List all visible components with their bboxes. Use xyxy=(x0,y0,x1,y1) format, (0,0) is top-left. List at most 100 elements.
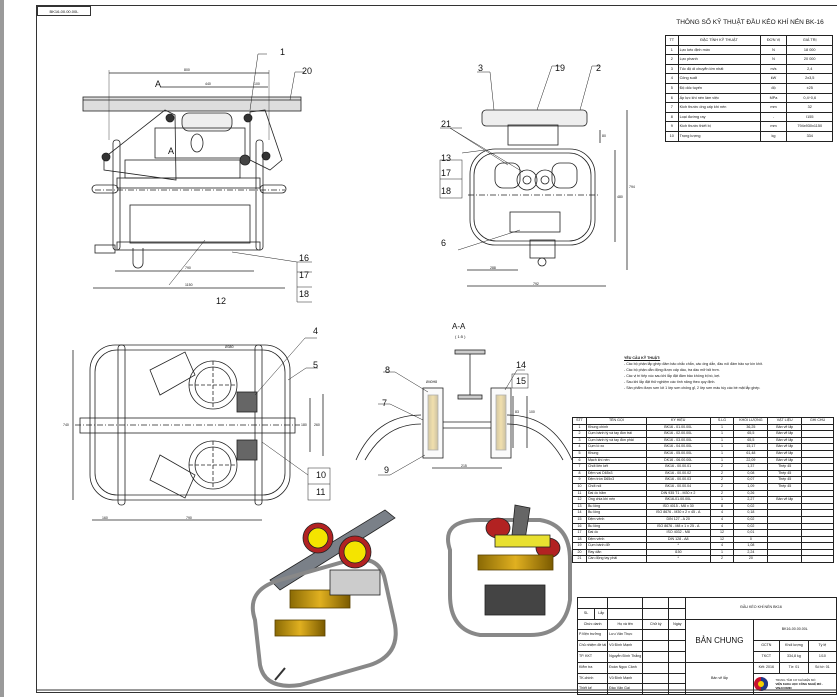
parts-cell: 4 xyxy=(709,509,735,517)
tb-header-signature: Chữ ký xyxy=(642,618,670,631)
parts-cell: Đai ốc xyxy=(585,529,647,537)
dim-front-800: 800 xyxy=(184,68,190,72)
spec-cell: kg xyxy=(759,130,788,142)
parts-cell: Chốt liên kết xyxy=(585,463,647,471)
parts-cell: Bu lông xyxy=(585,509,647,517)
parts-cell: 18 xyxy=(572,535,587,544)
person-name: Vũ Đình Mạnh xyxy=(607,640,644,652)
dim-top-160: 160 xyxy=(102,516,108,520)
dim-front-440: 440 xyxy=(205,82,211,86)
tb-header-name: Họ và tên xyxy=(607,618,644,631)
parts-cell: Thép 45 xyxy=(767,476,803,484)
tb-header-role: Chức danh xyxy=(576,618,609,631)
parts-cell xyxy=(767,548,803,557)
requirement-item: - Các bộ phận dẫn động được cấp dầu, tra… xyxy=(624,368,720,372)
parts-cell: 0,02 xyxy=(733,522,769,531)
title-block: ĐẦU KÉO KHÍ NÉN BK16 SL Lắp Chức danh Họ… xyxy=(576,597,837,696)
parts-cell xyxy=(767,555,803,564)
spec-cell: N xyxy=(759,54,788,65)
parts-cell: Cụm bánh tỳ và tay đòn phải xyxy=(585,436,647,445)
parts-cell: 12 xyxy=(572,496,587,504)
product-name: ĐẦU KÉO KHÍ NÉN BK16 xyxy=(685,597,837,620)
spec-cell: 10 xyxy=(665,130,679,142)
technical-requirements: YÊU CẦU KỸ THUẬT: - Các bộ phận lắp ghép… xyxy=(624,355,763,391)
spec-cell: Kích thước thiết bị xyxy=(677,121,761,132)
parts-cell: * xyxy=(645,555,711,564)
spec-cell: 9 xyxy=(665,121,679,132)
parts-cell: Bu lông xyxy=(585,522,647,531)
parts-cell: 15,17 xyxy=(733,443,769,451)
callout-20: 20 xyxy=(302,66,313,76)
parts-cell: Cần động tay phải xyxy=(585,555,647,564)
parts-cell: Khung chính xyxy=(585,423,647,432)
parts-cell xyxy=(767,535,803,544)
parts-cell: 20 xyxy=(572,548,587,557)
parts-cell xyxy=(801,449,834,458)
org-name-1: TRUNG TÂM CƠ KHÍ ĐIỆN MỎ xyxy=(775,677,816,682)
dim-front-790: 790 xyxy=(185,266,191,270)
spec-cell: Lực kéo định mức xyxy=(677,44,761,56)
parts-cell: 11 xyxy=(572,489,587,498)
dim-side-80: 80 xyxy=(602,134,606,138)
dim-side-794: 794 xyxy=(629,185,635,189)
callout-2: 2 xyxy=(596,63,602,73)
parts-cell: BK16-01.00.00L xyxy=(645,496,711,504)
spec-cell: mm xyxy=(759,102,788,113)
spec-header: TT xyxy=(665,35,679,46)
parts-cell: Bu lông xyxy=(585,502,647,511)
spec-cell: 2 xyxy=(665,54,679,65)
section-title: A-A xyxy=(452,322,466,331)
spec-cell: N xyxy=(759,44,788,56)
sheet-year: Kết: 2016 xyxy=(752,661,781,674)
callout-12: 12 xyxy=(216,296,227,306)
spec-cell: 2,4 xyxy=(786,63,833,75)
parts-cell: 9 xyxy=(572,476,587,484)
spec-cell: 5 xyxy=(665,82,679,94)
spec-cell: Lực phanh xyxy=(677,54,761,65)
parts-cell: 22,09 xyxy=(733,456,769,465)
person-role: Thiết kế xyxy=(576,683,609,696)
org-block: TRUNG TÂM CƠ KHÍ ĐIỆN MỎ VIỆN KHOA HỌC C… xyxy=(752,672,837,696)
parts-cell: 1,09 xyxy=(733,482,769,491)
dim-side-480: 480 xyxy=(617,195,623,199)
drawing-number-tag: BK16-00.00.00L xyxy=(37,6,91,16)
spec-cell: Loại đường ray xyxy=(677,111,761,123)
parts-cell xyxy=(801,496,834,504)
parts-header: KHỐI LƯỢNG xyxy=(733,417,769,425)
parts-cell: 12 xyxy=(709,535,735,544)
dim-top-diameter: Ø380 xyxy=(225,345,234,349)
parts-cell: 1 xyxy=(709,443,735,451)
spec-header: GIÁ TRỊ xyxy=(786,35,833,46)
parts-cell: Thép 45 xyxy=(767,482,803,491)
spec-header: ĐẶC TÍNH KỸ THUẬT xyxy=(677,35,761,46)
parts-cell: Bản vẽ lắp xyxy=(767,423,803,432)
spec-header: ĐƠN VỊ xyxy=(759,35,788,46)
parts-cell: Ống chia khí nén xyxy=(585,496,647,504)
parts-cell: Bản vẽ lắp xyxy=(767,449,803,458)
parts-cell: 1,37 xyxy=(733,463,769,471)
parts-cell: BK16 - 00.00.01 xyxy=(645,463,711,471)
dim-section-83: 83 xyxy=(515,410,519,414)
parts-cell xyxy=(801,548,834,557)
parts-cell: Chốt nối xyxy=(585,482,647,491)
spec-cell: Công suất xyxy=(677,73,761,84)
parts-cell: 0,02 xyxy=(733,515,769,524)
parts-cell: 0,26 xyxy=(733,489,769,498)
parts-cell: 21 xyxy=(572,555,587,564)
parts-cell: BK16 - 01.00.00L xyxy=(645,423,711,432)
dim-section-bore: Ø40H8 xyxy=(426,380,438,384)
parts-cell xyxy=(801,436,834,445)
parts-cell: 0,01 xyxy=(733,529,769,537)
